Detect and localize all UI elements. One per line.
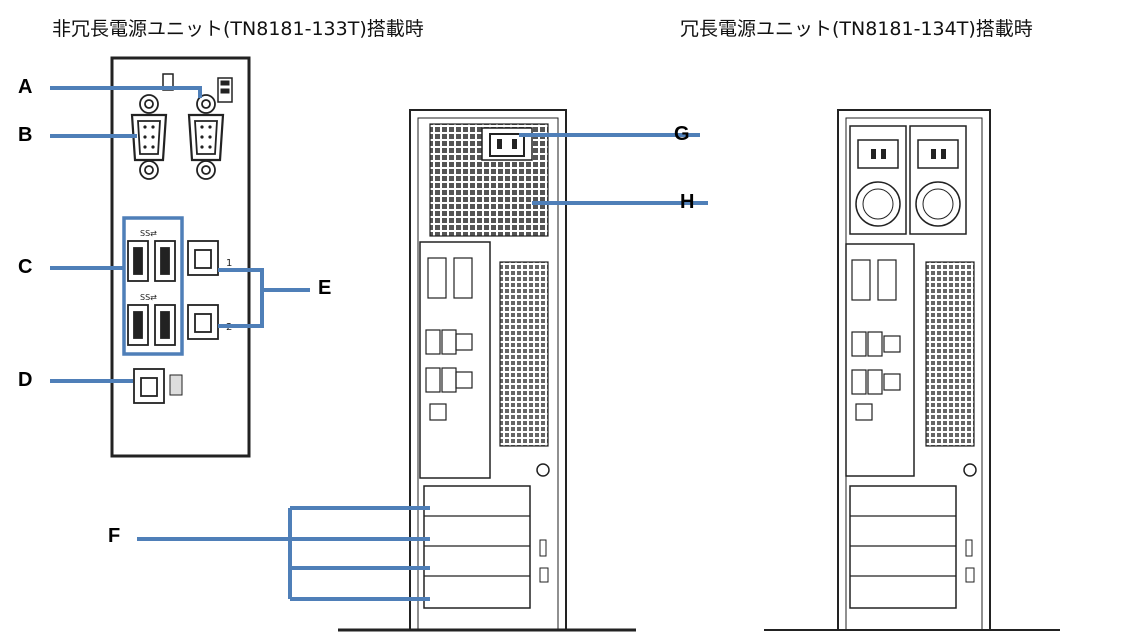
leader-f (137, 506, 430, 601)
callout-b: B (18, 124, 33, 146)
callout-c: C (18, 256, 33, 278)
svg-text:SS⇄: SS⇄ (140, 293, 157, 302)
caption-non-redundant-psu: 非冗長電源ユニット(TN8181-133T)搭載時 (52, 18, 424, 40)
io-panel-zoom: SS⇄ SS⇄ 1 2 (110, 56, 251, 458)
tower-non-redundant (338, 109, 636, 632)
callout-g: G (674, 123, 690, 145)
psu-module-2 (909, 125, 967, 235)
callout-e: E (318, 277, 332, 299)
callout-f: F (108, 525, 121, 547)
callout-h: H (680, 191, 695, 213)
caption-redundant-psu: 冗長電源ユニット(TN8181-134T)搭載時 (680, 18, 1033, 40)
leader-a (50, 86, 202, 98)
lan1-mark: 1 (226, 258, 232, 269)
management-lan-port (133, 368, 183, 404)
serial-port (187, 94, 225, 180)
callout-d: D (18, 369, 33, 391)
psu-module-1 (849, 125, 907, 235)
leader-lines (50, 86, 708, 601)
callout-a: A (18, 76, 33, 98)
tower-redundant (764, 109, 1060, 631)
usb-ports: SS⇄ SS⇄ (127, 229, 176, 346)
svg-text:SS⇄: SS⇄ (140, 229, 157, 238)
vga-port (130, 94, 168, 180)
leader-e (218, 268, 310, 328)
usb-highlight-box (122, 216, 184, 356)
